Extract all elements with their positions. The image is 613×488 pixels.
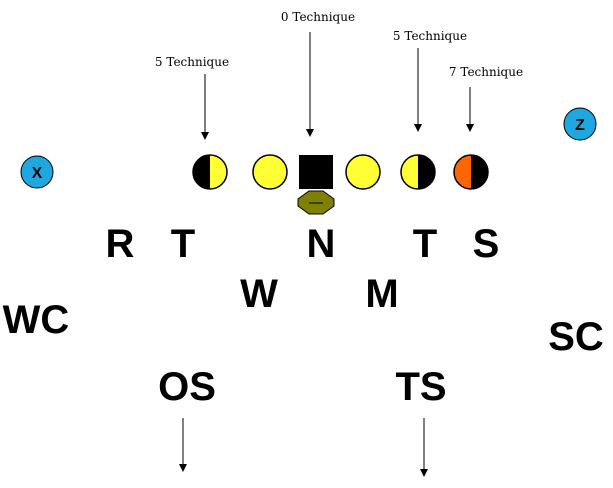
tight-end-split-circle: [453, 154, 489, 190]
center-square: [299, 155, 333, 189]
defender-t-right: T: [413, 222, 437, 266]
right-tackle-split-circle: [400, 154, 436, 190]
defender-os: OS: [158, 365, 216, 409]
defender-r: R: [106, 222, 135, 266]
annotation-seven-technique: 7 Technique: [449, 65, 523, 79]
defender-w: W: [240, 272, 278, 316]
left-tackle-split-circle: [192, 154, 228, 190]
annotation-five-technique-left: 5 Technique: [155, 55, 229, 69]
receiver-z-label: Z: [575, 117, 585, 134]
defender-m: M: [365, 272, 398, 316]
quarterback-octagon: [297, 190, 335, 215]
annotation-zero-technique: 0 Technique: [281, 10, 355, 24]
receiver-x-label: X: [32, 165, 43, 182]
right-guard-circle: [345, 154, 381, 190]
left-guard-circle: [252, 154, 288, 190]
annotation-five-technique-right: 5 Technique: [393, 29, 467, 43]
receiver-z: Z: [563, 107, 597, 141]
defender-sc: SC: [548, 315, 604, 359]
defender-n: N: [307, 222, 336, 266]
defender-wc: WC: [3, 298, 70, 342]
defender-ts: TS: [395, 365, 446, 409]
defender-t-left: T: [171, 222, 195, 266]
receiver-x: X: [20, 155, 54, 189]
defender-s: S: [473, 222, 500, 266]
